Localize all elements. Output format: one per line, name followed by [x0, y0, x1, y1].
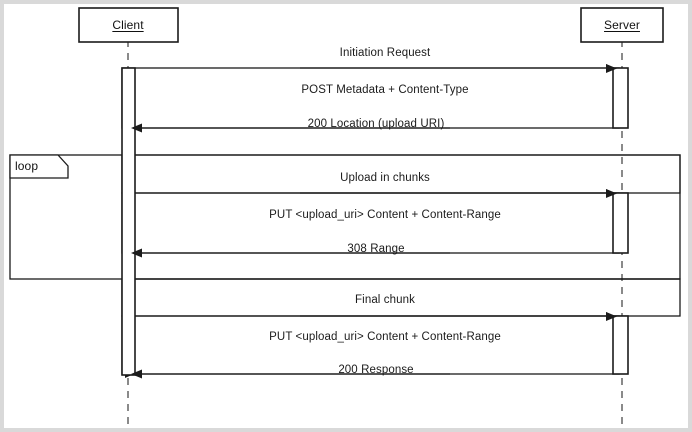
- canvas-border-right: [688, 0, 692, 432]
- loop-fragment-tag-label: loop: [15, 159, 39, 173]
- message-label-post-metadata: POST Metadata + Content-Type: [301, 84, 469, 96]
- actor-box-server[interactable]: [580, 7, 664, 43]
- actor-box-client[interactable]: [78, 7, 179, 43]
- arrowhead-put-chunk: [606, 189, 617, 198]
- loop-fragment-tag-shape: [9, 154, 69, 179]
- group-caption-initiation: Initiation Request: [339, 47, 431, 59]
- arrowhead-post-metadata: [606, 64, 617, 73]
- canvas-border-bottom: [0, 428, 692, 432]
- message-label-200-location: 200 Location (upload URI): [307, 118, 445, 130]
- arrowhead-308-range: [131, 248, 142, 258]
- arrowhead-200-location: [131, 123, 142, 133]
- activation-bar-server-chunk[interactable]: [612, 192, 629, 254]
- group-caption-upload-in-chunks: Upload in chunks: [340, 172, 430, 184]
- actor-label-server: Server: [604, 18, 640, 32]
- canvas-border-left: [0, 0, 4, 432]
- activation-bar-client[interactable]: [121, 67, 136, 376]
- activation-bar-server-final[interactable]: [612, 315, 629, 375]
- canvas-border-top: [0, 0, 692, 4]
- actor-label-client: Client: [112, 18, 144, 32]
- message-label-200-response: 200 Response: [338, 364, 414, 376]
- activation-bar-server-initiation[interactable]: [612, 67, 629, 129]
- arrowhead-200-response: [131, 369, 142, 379]
- message-label-308-range: 308 Range: [347, 243, 405, 255]
- group-caption-final-chunk: Final chunk: [355, 294, 415, 306]
- message-label-put-final-chunk: PUT <upload_uri> Content + Content-Range: [269, 331, 501, 343]
- message-label-put-chunk: PUT <upload_uri> Content + Content-Range: [269, 209, 501, 221]
- arrowhead-put-final-chunk: [606, 312, 617, 321]
